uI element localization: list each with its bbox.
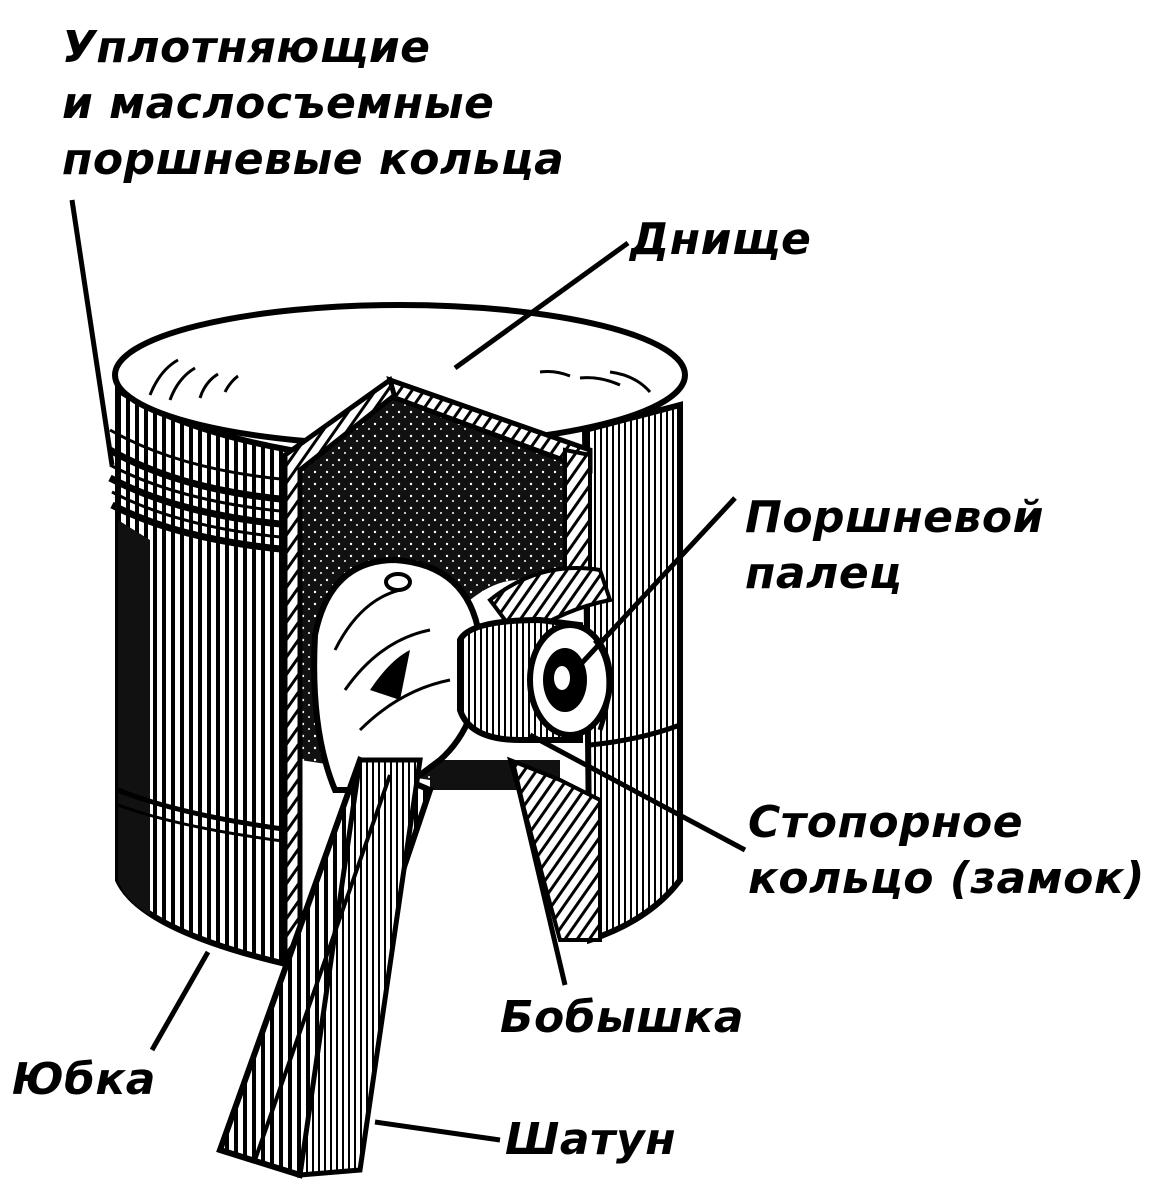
label-crown: Днище: [630, 212, 811, 268]
label-pin-line-1: Поршневой: [745, 492, 1044, 543]
leader-circlip: [528, 732, 747, 853]
leader-pin: [578, 496, 737, 667]
leader-crown: [453, 240, 630, 371]
leader-skirt: [149, 950, 211, 1052]
label-pin-line-2: палец: [745, 548, 903, 599]
label-circlip: Стопорное кольцо (замок): [748, 795, 1145, 907]
label-rings: Уплотняющие и маслосъемные поршневые кол…: [62, 20, 564, 188]
label-rings-line-3: поршневые кольца: [62, 134, 565, 185]
label-crown-text: Днище: [630, 214, 812, 265]
piston-pin: [457, 616, 613, 743]
label-rod-text: Шатун: [505, 1114, 677, 1165]
leader-rings: [69, 199, 115, 466]
label-rings-line-1: Уплотняющие: [62, 22, 431, 73]
piston-body: [108, 302, 688, 969]
label-skirt-text: Юбка: [12, 1054, 156, 1105]
label-rod: Шатун: [505, 1112, 676, 1168]
label-boss: Бобышка: [500, 990, 744, 1046]
leader-rod: [374, 1119, 501, 1143]
label-circlip-line-2: кольцо (замок): [748, 853, 1145, 904]
label-boss-text: Бобышка: [500, 992, 745, 1043]
label-circlip-line-1: Стопорное: [748, 797, 1024, 848]
label-skirt: Юбка: [12, 1052, 156, 1108]
leader-lines: [69, 199, 747, 1143]
leader-boss: [509, 759, 568, 986]
label-rings-line-2: и маслосъемные: [62, 78, 495, 129]
label-pin: Поршневой палец: [745, 490, 1044, 602]
